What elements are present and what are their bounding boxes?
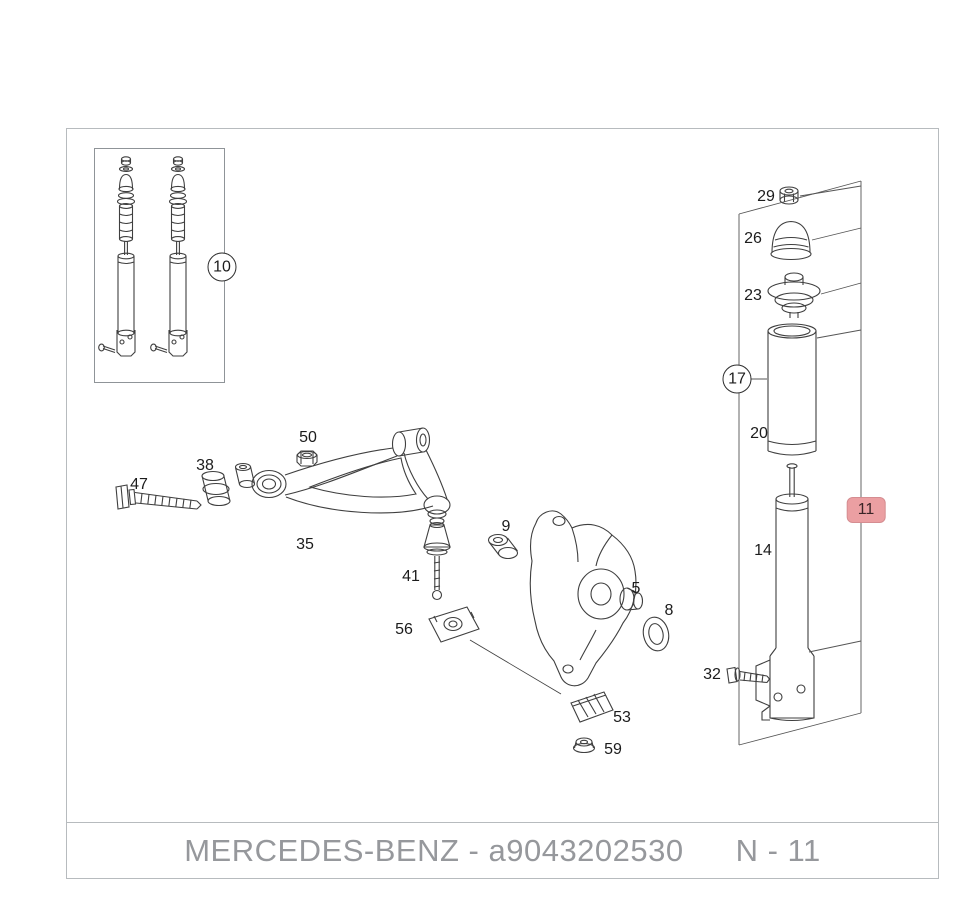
callout-23[interactable]: 23 (744, 287, 762, 304)
callout-14[interactable]: 14 (754, 542, 772, 559)
callout-8[interactable]: 8 (664, 602, 674, 619)
inset-group-box (94, 148, 225, 383)
callout-26[interactable]: 26 (744, 230, 762, 247)
callout-53[interactable]: 53 (613, 709, 631, 726)
callout-50[interactable]: 50 (299, 429, 317, 446)
callout-38[interactable]: 38 (196, 457, 214, 474)
callout-17[interactable]: 17 (722, 364, 752, 394)
callout-35[interactable]: 35 (296, 536, 314, 553)
callout-41[interactable]: 41 (402, 568, 420, 585)
callout-47[interactable]: 47 (130, 476, 148, 493)
callout-32[interactable]: 32 (703, 666, 721, 683)
callout-29[interactable]: 29 (757, 188, 775, 205)
callout-5[interactable]: 5 (631, 580, 641, 597)
callout-20[interactable]: 20 (750, 425, 768, 442)
footer-bar: MERCEDES-BENZ - a9043202530 N - 11 (66, 822, 939, 879)
callout-11-highlighted[interactable]: 11 (846, 497, 886, 523)
callout-59[interactable]: 59 (604, 741, 622, 758)
diagram-frame (66, 128, 939, 879)
callout-9[interactable]: 9 (501, 518, 511, 535)
footer-page-ref: N - 11 (735, 833, 821, 868)
callout-56[interactable]: 56 (395, 621, 413, 638)
callout-10[interactable]: 10 (207, 252, 237, 282)
footer-brand-part-number: MERCEDES-BENZ - a9043202530 (184, 833, 684, 868)
